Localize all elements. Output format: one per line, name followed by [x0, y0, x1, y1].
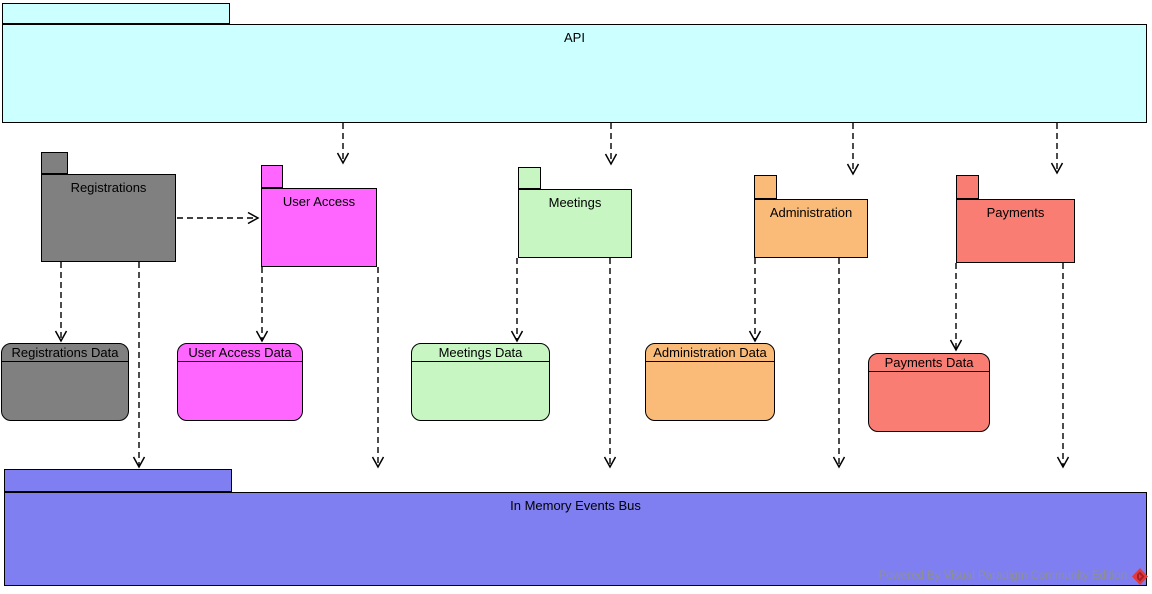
package-payments-body: Payments: [956, 199, 1075, 263]
package-meetings[interactable]: Meetings: [518, 167, 632, 258]
package-events-bus[interactable]: In Memory Events Bus: [4, 469, 1147, 586]
package-meetings-tab: [518, 167, 541, 189]
package-registrations-tab: [41, 152, 68, 174]
package-api-label: API: [564, 30, 585, 45]
package-registrations-label: Registrations: [70, 180, 147, 195]
store-administration-data-label: Administration Data: [646, 344, 774, 362]
package-administration-body: Administration: [754, 199, 868, 258]
package-api-tab: [2, 3, 230, 24]
package-administration-label: Administration: [769, 205, 853, 220]
store-payments-data-label: Payments Data: [869, 354, 989, 372]
visual-paradigm-logo-icon: [1132, 567, 1148, 585]
package-administration-tab: [754, 175, 777, 199]
store-meetings-data[interactable]: Meetings Data: [411, 343, 550, 421]
package-user-access-body: User Access: [261, 188, 377, 267]
package-events-bus-body: In Memory Events Bus: [4, 492, 1147, 586]
store-meetings-data-label: Meetings Data: [412, 344, 549, 362]
package-payments[interactable]: Payments: [956, 175, 1075, 263]
store-user-access-data[interactable]: User Access Data: [177, 343, 303, 421]
store-registrations-data[interactable]: Registrations Data: [1, 343, 129, 421]
package-events-bus-label: In Memory Events Bus: [510, 498, 641, 513]
package-user-access[interactable]: User Access: [261, 165, 377, 267]
package-registrations[interactable]: Registrations: [41, 152, 176, 262]
package-api[interactable]: API: [2, 3, 1147, 123]
watermark-text: Powered By Visual Paradigm Community Edi…: [878, 570, 1127, 582]
store-user-access-data-label: User Access Data: [178, 344, 302, 362]
package-meetings-body: Meetings: [518, 189, 632, 258]
package-user-access-label: User Access: [282, 194, 356, 209]
package-user-access-tab: [261, 165, 283, 188]
store-administration-data[interactable]: Administration Data: [645, 343, 775, 421]
package-payments-label: Payments: [986, 205, 1045, 220]
package-api-body: API: [2, 24, 1147, 123]
package-registrations-body: Registrations: [41, 174, 176, 262]
package-meetings-label: Meetings: [548, 195, 602, 210]
package-events-bus-tab: [4, 469, 232, 492]
store-payments-data[interactable]: Payments Data: [868, 353, 990, 432]
package-administration[interactable]: Administration: [754, 175, 868, 258]
package-payments-tab: [956, 175, 979, 199]
store-registrations-data-label: Registrations Data: [2, 344, 128, 362]
watermark: Powered By Visual Paradigm Community Edi…: [879, 566, 1149, 586]
